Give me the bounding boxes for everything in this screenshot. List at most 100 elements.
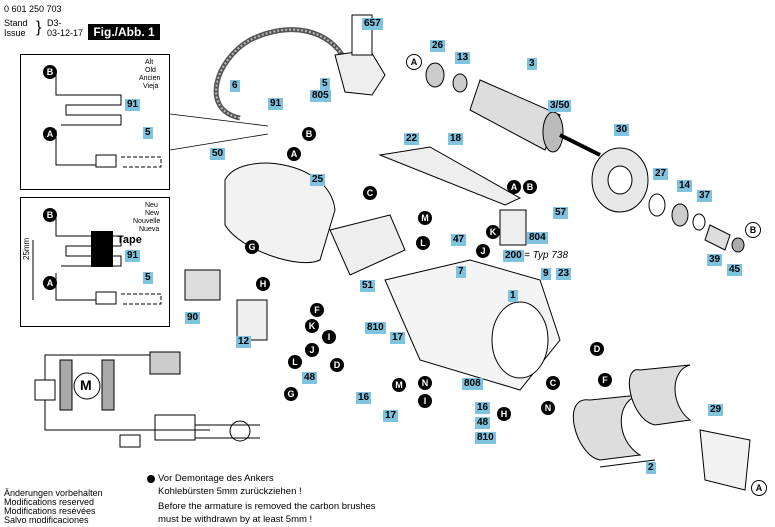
part-48: 48 (302, 372, 318, 384)
marker-c: C (363, 186, 377, 200)
type-note: = Typ 738 (524, 250, 569, 261)
marker-b: B (43, 208, 57, 222)
motor-label: M (80, 377, 92, 393)
marker-l: L (416, 236, 430, 250)
inset-old-cable: Alt Old Ancien Vieja B A 91 5 (20, 54, 170, 190)
part-45: 45 (727, 264, 743, 276)
part-5: 5 (143, 272, 153, 284)
new-tag: Nueva (139, 226, 160, 233)
part-808: 808 (462, 378, 483, 390)
marker-b: B (302, 127, 316, 141)
marker-f: F (310, 303, 324, 317)
part-91: 91 (268, 98, 284, 110)
part-51: 51 (360, 280, 376, 292)
figure-label: Fig./Abb. 1 (88, 24, 160, 40)
part-5: 5 (143, 127, 153, 139)
tape-label: Tape (117, 234, 142, 246)
part-47: 47 (451, 234, 467, 246)
marker-c: C (546, 376, 560, 390)
part-25: 25 (310, 174, 326, 186)
marker-j: J (305, 343, 319, 357)
part-27: 27 (653, 168, 669, 180)
marker-d: D (330, 358, 344, 372)
marker-m: M (392, 378, 406, 392)
stand-code: D3- (47, 18, 62, 28)
part-657: 657 (362, 18, 383, 30)
part-16: 16 (356, 392, 372, 404)
modifications-2: Modifications reserved (4, 497, 95, 507)
part-810: 810 (365, 322, 386, 334)
part-1: 1 (508, 290, 518, 302)
part-9: 9 (541, 268, 551, 280)
part-22: 22 (404, 133, 420, 145)
marker-b: B (745, 222, 761, 238)
marker-k: K (305, 319, 319, 333)
part-91: 91 (125, 99, 141, 111)
new-tag: Nouvelle (133, 218, 161, 225)
part-16: 16 (475, 402, 491, 414)
old-tag: Vieja (143, 83, 159, 90)
marker-b: B (43, 65, 57, 79)
stand-label: Stand (4, 18, 28, 28)
note-de-2: Kohlebürsten 5mm zurückziehen ! (158, 486, 302, 497)
modifications-1: Änderungen vorbehalten (4, 488, 103, 498)
marker-k: K (486, 225, 500, 239)
part-37: 37 (697, 190, 713, 202)
part-12: 12 (236, 336, 252, 348)
modifications-3: Modifications resévées (4, 506, 96, 516)
marker-l: L (288, 355, 302, 369)
part-50: 50 (210, 148, 226, 160)
marker-a: A (287, 147, 301, 161)
part-17: 17 (390, 332, 406, 344)
part-18: 18 (448, 133, 464, 145)
part-30: 30 (614, 124, 630, 136)
new-tag: New (145, 210, 160, 217)
part-91: 91 (125, 250, 141, 262)
part-number: 0 601 250 703 (4, 4, 62, 14)
part-26: 26 (430, 40, 446, 52)
part-57: 57 (553, 207, 569, 219)
part-7: 7 (456, 266, 466, 278)
marker-n: N (418, 376, 432, 390)
part-3-50: 3/50 (548, 100, 572, 112)
part-90: 90 (185, 312, 201, 324)
marker-m: M (418, 211, 432, 225)
part-39: 39 (707, 254, 723, 266)
marker-g: G (284, 387, 298, 401)
issue-label: Issue (4, 28, 26, 38)
old-tag: Old (145, 67, 156, 74)
marker-a: A (43, 127, 57, 141)
marker-d: D (590, 342, 604, 356)
old-tag: Alt (145, 59, 154, 66)
marker-i: I (418, 394, 432, 408)
marker-a: A (406, 54, 422, 70)
part-23: 23 (556, 268, 572, 280)
marker-h: H (497, 407, 511, 421)
part-6: 6 (230, 80, 240, 92)
part-810: 810 (475, 432, 496, 444)
note-de-1: Vor Demontage des Ankers (158, 473, 274, 484)
note-en-1: Before the armature is removed the carbo… (158, 501, 376, 512)
note-en-2: must be withdrawn by at least 5mm ! (158, 514, 313, 525)
dim-label: 25mm (22, 237, 31, 260)
part-5: 5 (320, 78, 330, 90)
marker-j: J (476, 244, 490, 258)
part-13: 13 (455, 52, 471, 64)
marker-b: B (523, 180, 537, 194)
marker-i: I (322, 330, 336, 344)
part-17: 17 (383, 410, 399, 422)
marker-a: A (507, 180, 521, 194)
marker-a: A (751, 480, 767, 496)
part-48: 48 (475, 417, 491, 429)
part-14: 14 (677, 180, 693, 192)
modifications-4: Salvo modificaciones (4, 515, 89, 525)
marker-h: H (256, 277, 270, 291)
part-200: 200 (503, 250, 524, 262)
inset-new-cable: Neu New Nouvelle Nueva B A Tape 91 5 25m… (20, 197, 170, 327)
part-2: 2 (646, 462, 656, 474)
part-805: 805 (310, 90, 331, 102)
marker-g: G (245, 240, 259, 254)
part-804: 804 (527, 232, 548, 244)
old-tag: Ancien (139, 75, 161, 82)
